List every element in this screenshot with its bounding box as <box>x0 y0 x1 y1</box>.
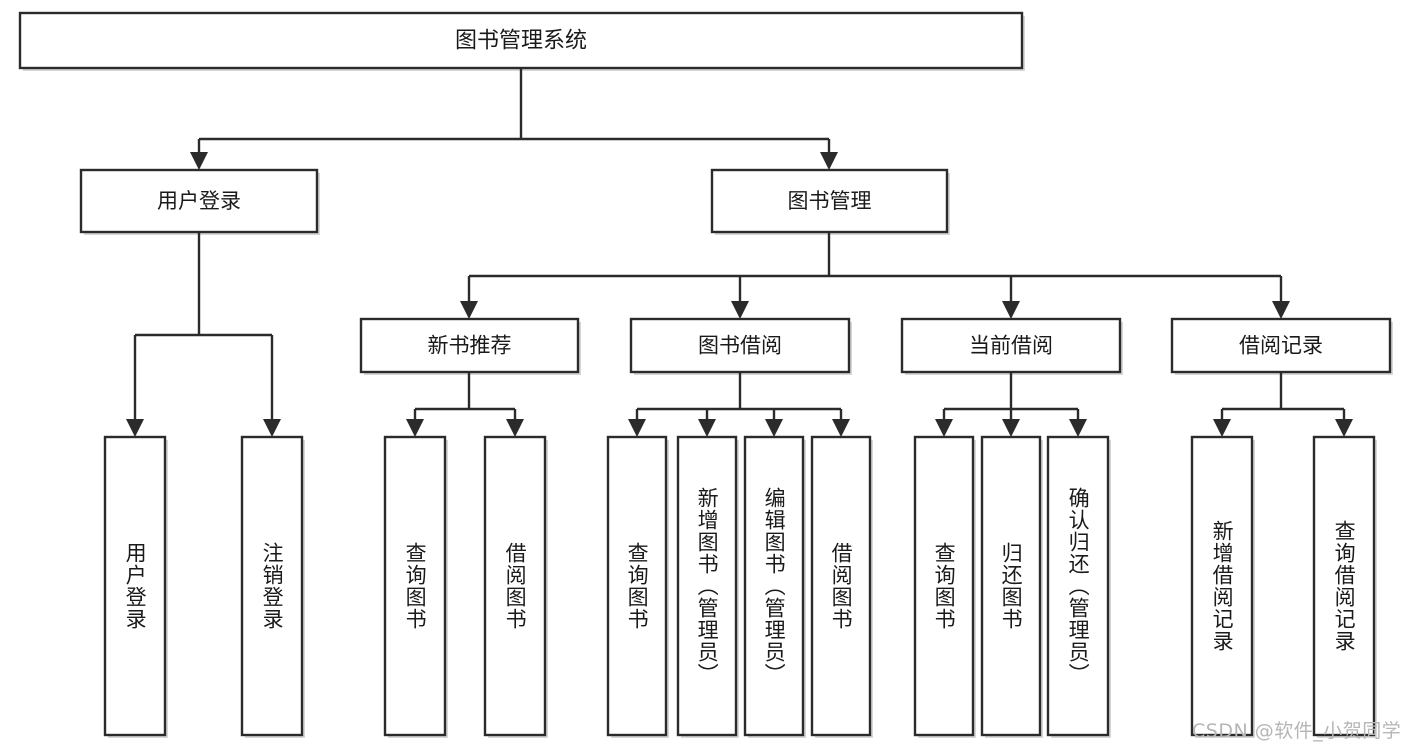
edge-borrow-record-to-leaves-branch-1-arrowhead <box>1335 419 1353 437</box>
connector-layer <box>126 68 1353 437</box>
node-book-borrow-label: 图书借阅 <box>698 334 782 358</box>
edge-new-book-recommend-to-leaves-branch-0-arrowhead <box>406 419 424 437</box>
edge-new-book-recommend-to-leaves-branch-1-arrowhead <box>506 419 524 437</box>
node-borrow-record[interactable] <box>1170 317 1392 374</box>
edge-book-borrow-to-leaves-branch-3-arrowhead <box>832 419 850 437</box>
edge-user-login-to-leaves-branch-1-arrowhead <box>263 419 281 437</box>
edge-borrow-record-to-leaves-branch-0-arrowhead <box>1213 419 1231 437</box>
edge-book-borrow-to-leaves-branch-2-arrowhead <box>765 419 783 437</box>
node-current-borrow-label: 当前借阅 <box>969 334 1053 358</box>
edge-bookmanage-to-level3-branch-1-arrowhead <box>731 301 749 319</box>
node-leaf-borrow-book-2[interactable] <box>810 435 872 737</box>
node-leaf-add-record[interactable] <box>1190 435 1254 737</box>
node-leaf-query-record[interactable] <box>1312 435 1376 737</box>
edge-bookmanage-to-level3-branch-2-arrowhead <box>1002 301 1020 319</box>
node-leaf-edit-book[interactable] <box>743 435 805 737</box>
edge-root-to-level2-branch-1-arrowhead <box>820 152 838 170</box>
node-new-book-recommend[interactable] <box>359 317 580 374</box>
node-root-book-management-system-label: 图书管理系统 <box>455 29 587 54</box>
node-user-login-label: 用户登录 <box>157 189 241 213</box>
node-leaf-query-book-1[interactable] <box>383 435 447 737</box>
node-leaf-query-book-3[interactable] <box>913 435 975 737</box>
edge-bookmanage-to-level3-branch-3-arrowhead <box>1272 301 1290 319</box>
node-leaf-return-book[interactable] <box>980 435 1042 737</box>
node-leaf-add-book[interactable] <box>676 435 738 737</box>
edge-user-login-to-leaves-branch-0-arrowhead <box>126 419 144 437</box>
edge-current-borrow-to-leaves-branch-0-arrowhead <box>935 419 953 437</box>
edge-book-borrow-to-leaves-branch-0-arrowhead <box>628 419 646 437</box>
node-leaf-user-login[interactable] <box>103 435 167 737</box>
node-book-borrow[interactable] <box>629 317 851 374</box>
node-leaf-borrow-book-1[interactable] <box>483 435 547 737</box>
edge-root-to-level2-branch-0-arrowhead <box>190 152 208 170</box>
node-leaf-confirm-return[interactable] <box>1046 435 1110 737</box>
node-new-book-recommend-label: 新书推荐 <box>428 334 512 358</box>
node-book-manage-label: 图书管理 <box>788 189 872 213</box>
node-box-layer <box>18 11 1392 737</box>
node-root-book-management-system[interactable] <box>18 11 1024 70</box>
edge-book-borrow-to-leaves-branch-1-arrowhead <box>698 419 716 437</box>
edge-bookmanage-to-level3-branch-0-arrowhead <box>460 301 478 319</box>
node-leaf-query-book-2[interactable] <box>606 435 668 737</box>
node-user-login[interactable] <box>79 168 319 234</box>
edge-current-borrow-to-leaves-branch-2-arrowhead <box>1069 419 1087 437</box>
watermark-text: CSDN @软件_小贺同学 <box>1192 720 1402 742</box>
edge-current-borrow-to-leaves-branch-1-arrowhead <box>1002 419 1020 437</box>
node-leaf-logout[interactable] <box>240 435 304 737</box>
node-borrow-record-label: 借阅记录 <box>1239 334 1323 358</box>
node-current-borrow[interactable] <box>900 317 1122 374</box>
node-book-manage[interactable] <box>710 168 949 234</box>
